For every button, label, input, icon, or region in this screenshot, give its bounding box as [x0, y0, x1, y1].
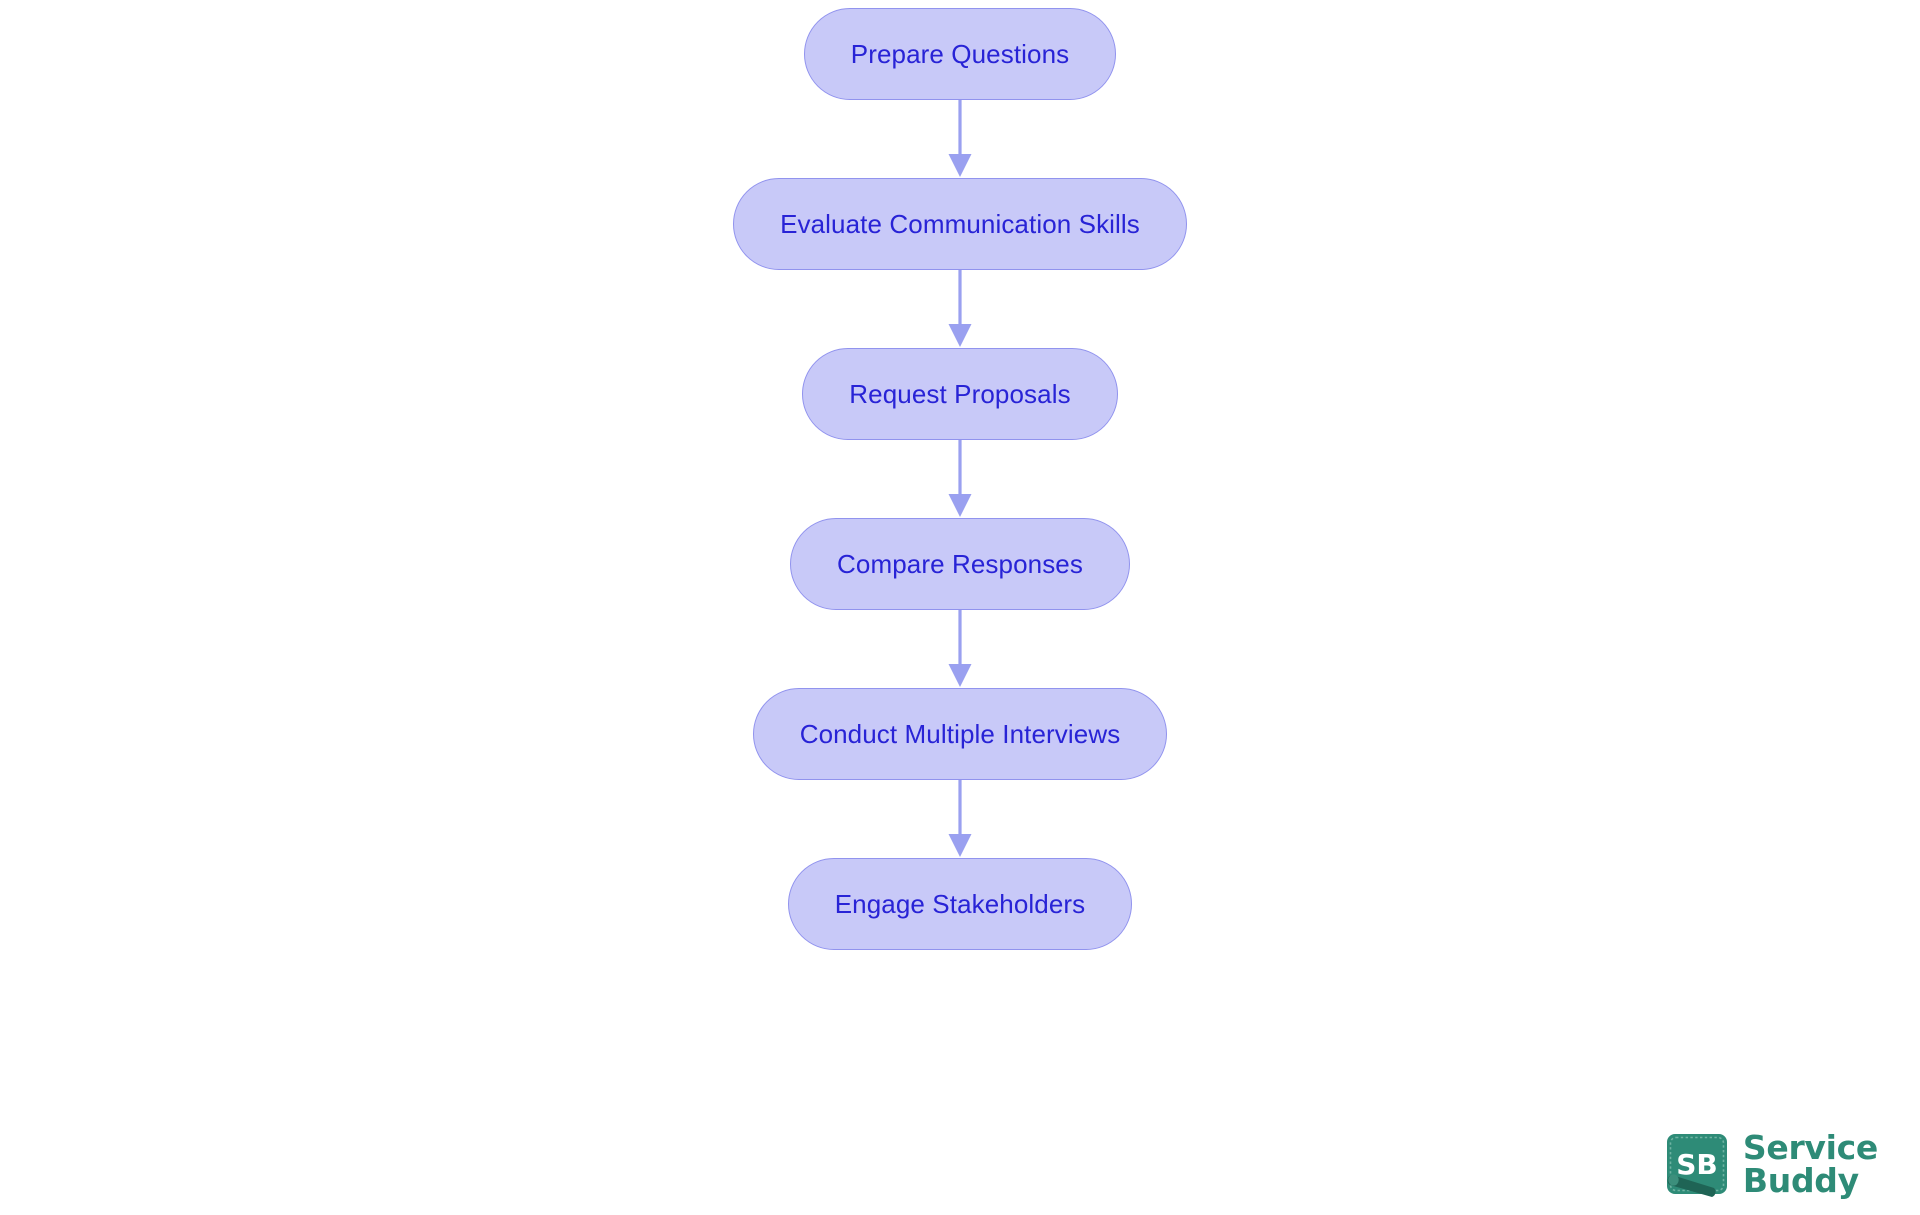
- service-buddy-logo-wordmark: Service Buddy: [1743, 1131, 1878, 1197]
- flow-node-prepare-questions[interactable]: Prepare Questions: [803, 8, 1117, 100]
- logo-line-buddy: Buddy: [1742, 1161, 1859, 1200]
- svg-text:SB: SB: [1676, 1148, 1718, 1181]
- flow-connector-3: [940, 440, 980, 518]
- service-buddy-logo: SB Service Buddy: [1664, 1131, 1878, 1197]
- flow-node-label: Prepare Questions: [850, 38, 1070, 69]
- flow-node-label: Conduct Multiple Interviews: [799, 718, 1121, 749]
- flow-node-label: Engage Stakeholders: [834, 888, 1086, 919]
- flow-node-engage-stakeholders[interactable]: Engage Stakeholders: [787, 858, 1133, 950]
- flow-node-evaluate-communication-skills[interactable]: Evaluate Communication Skills: [733, 178, 1187, 270]
- flow-node-label: Evaluate Communication Skills: [780, 208, 1140, 239]
- flowchart-flow: Prepare Questions Evaluate Communication…: [733, 8, 1187, 950]
- flow-connector-1: [940, 100, 980, 178]
- flow-node-conduct-multiple-interviews[interactable]: Conduct Multiple Interviews: [752, 688, 1168, 780]
- flow-connector-2: [940, 270, 980, 348]
- flow-node-label: Request Proposals: [849, 378, 1071, 409]
- flow-connector-4: [940, 610, 980, 688]
- flow-node-label: Compare Responses: [837, 548, 1083, 579]
- flow-connector-5: [940, 780, 980, 858]
- flow-node-compare-responses[interactable]: Compare Responses: [790, 518, 1130, 610]
- logo-line-service: Service: [1742, 1128, 1878, 1167]
- flow-node-request-proposals[interactable]: Request Proposals: [802, 348, 1118, 440]
- service-buddy-logo-icon: SB: [1666, 1134, 1727, 1197]
